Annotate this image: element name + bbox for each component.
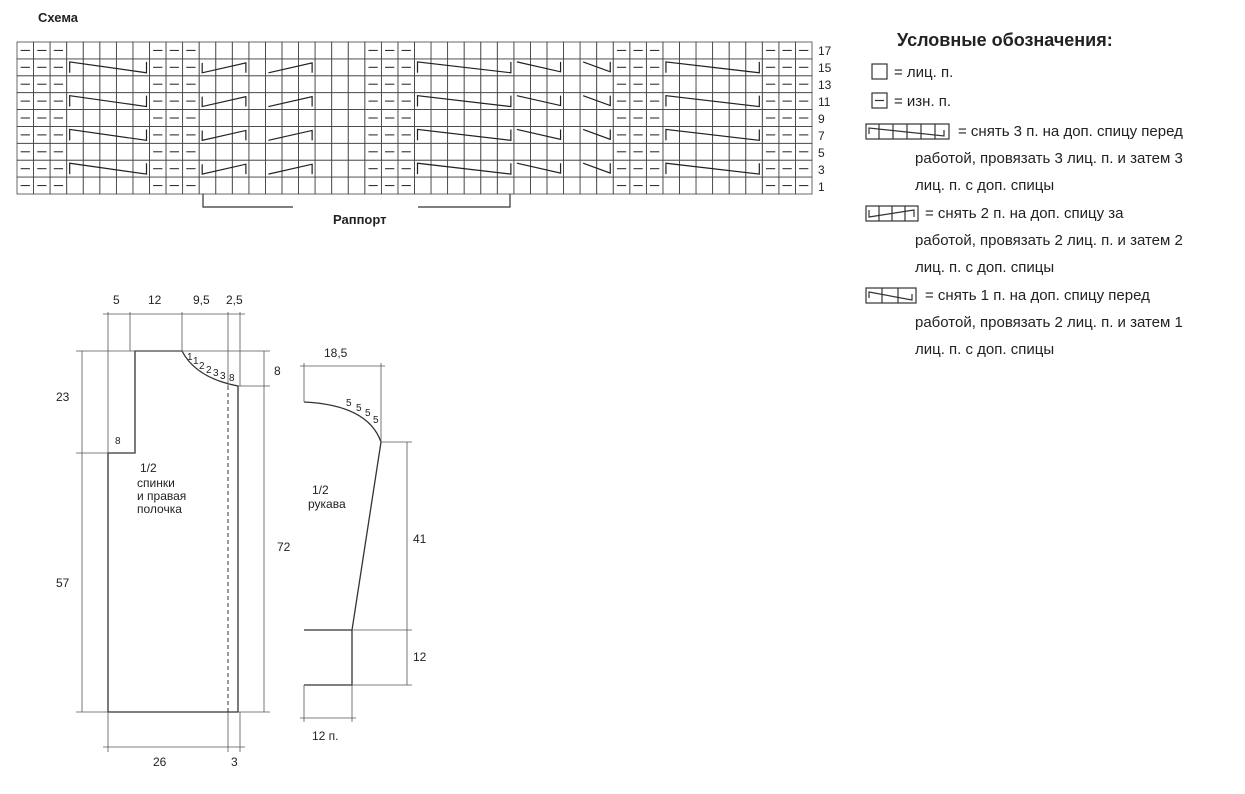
cable-2x1-symbol-icon bbox=[865, 287, 917, 304]
body-dim-72: 72 bbox=[277, 540, 291, 554]
neck-step-7: 8 bbox=[229, 373, 235, 384]
body-label-line4: полочка bbox=[137, 502, 182, 516]
cable-stitch-mark bbox=[201, 95, 247, 108]
cable-stitch-mark bbox=[416, 61, 512, 74]
sleeve-cap-step-2: 5 bbox=[356, 403, 362, 414]
cable-stitch-mark bbox=[665, 94, 760, 108]
cable-stitch-mark bbox=[516, 162, 562, 174]
sleeve-cap-step-4: 5 bbox=[373, 415, 379, 426]
neck-step-4: 2 bbox=[206, 365, 212, 376]
neck-step-3: 2 bbox=[199, 361, 205, 372]
cable-stitch-mark bbox=[416, 162, 512, 175]
row-number-7: 7 bbox=[818, 129, 825, 143]
body-label-1-2: 1/2 bbox=[140, 461, 157, 475]
neck-step-1: 1 bbox=[187, 352, 193, 363]
body-dim-8: 8 bbox=[274, 364, 281, 378]
body-label-line2: спинки bbox=[137, 476, 175, 490]
body-dim-5: 5 bbox=[113, 293, 120, 307]
sleeve-cap-step-1: 5 bbox=[346, 398, 352, 409]
cable-stitch-mark bbox=[69, 94, 148, 108]
cable-stitch-mark bbox=[69, 128, 148, 142]
legend-knit-text: = лиц. п. bbox=[894, 64, 954, 81]
legend-cable1-line2: работой, провязать 2 лиц. п. и затем 1 bbox=[915, 314, 1183, 331]
row-number-1: 1 bbox=[818, 180, 825, 194]
sleeve-dimension-lines bbox=[300, 363, 412, 722]
cable-stitch-mark bbox=[268, 163, 313, 175]
body-dim-9-5: 9,5 bbox=[193, 293, 210, 307]
sleeve-cap-step-3: 5 bbox=[365, 408, 371, 419]
sleeve-dim-18-5: 18,5 bbox=[324, 346, 348, 360]
cable-stitch-mark bbox=[201, 62, 247, 74]
chart-title: Схема bbox=[38, 10, 79, 25]
legend-cable3-line3: лиц. п. с доп. спицы bbox=[915, 177, 1055, 194]
sleeve-dim-41: 41 bbox=[413, 532, 427, 546]
neck-inner-8: 8 bbox=[115, 436, 121, 447]
body-dim-12: 12 bbox=[148, 293, 162, 307]
cable-3x3-symbol-icon bbox=[865, 123, 950, 140]
neck-step-2: 1 bbox=[193, 356, 199, 367]
cable-stitch-mark bbox=[268, 62, 313, 74]
body-dimension-lines bbox=[76, 312, 270, 752]
cable-stitch-mark bbox=[268, 129, 313, 141]
rapport-bracket-left bbox=[202, 194, 293, 208]
cable-stitch-mark bbox=[201, 163, 247, 175]
cable-stitch-mark bbox=[582, 95, 611, 107]
legend-cable1-line3: лиц. п. с доп. спицы bbox=[915, 341, 1055, 358]
legend-cable3-line2: работой, провязать 3 лиц. п. и затем 3 bbox=[915, 150, 1183, 167]
cable-stitch-mark bbox=[665, 61, 760, 74]
neck-step-5: 3 bbox=[213, 368, 219, 379]
cable-stitch-mark bbox=[665, 162, 760, 175]
rapport-bracket-right bbox=[418, 194, 511, 208]
sleeve-outline bbox=[303, 401, 382, 686]
cable-stitch-mark bbox=[416, 94, 512, 108]
rapport-label: Раппорт bbox=[333, 212, 387, 227]
cable-stitch-mark bbox=[69, 61, 148, 74]
neck-step-6: 3 bbox=[220, 371, 226, 382]
cable-stitch-mark bbox=[582, 128, 611, 141]
legend-cable1-line1: = снять 1 п. на доп. спицу перед bbox=[925, 287, 1150, 304]
cable-stitch-mark bbox=[665, 128, 760, 142]
legend-purl-text: = изн. п. bbox=[894, 93, 952, 110]
cable-2x2-symbol-icon bbox=[865, 205, 919, 222]
cable-stitch-mark bbox=[416, 128, 512, 142]
row-number-9: 9 bbox=[818, 112, 825, 126]
sleeve-label-line2: рукава bbox=[308, 497, 346, 511]
chart-cell bbox=[795, 176, 813, 195]
sleeve-label-1-2: 1/2 bbox=[312, 483, 329, 497]
body-dim-3: 3 bbox=[231, 755, 238, 769]
sleeve-dim-12: 12 bbox=[413, 650, 427, 664]
row-number-11: 11 bbox=[818, 95, 831, 109]
legend-title: Условные обозначения: bbox=[897, 30, 1113, 50]
cable-stitch-mark bbox=[201, 129, 247, 142]
cable-stitch-mark bbox=[582, 162, 611, 174]
body-dim-26: 26 bbox=[153, 755, 167, 769]
row-number-5: 5 bbox=[818, 146, 825, 160]
body-label-line3: и правая bbox=[137, 489, 187, 503]
row-number-13: 13 bbox=[818, 78, 832, 92]
body-dim-2-5: 2,5 bbox=[226, 293, 243, 307]
cable-stitch-mark bbox=[582, 61, 611, 73]
row-number-3: 3 bbox=[818, 163, 825, 177]
cable-stitch-mark bbox=[69, 162, 148, 175]
sleeve-dim-12-p: 12 п. bbox=[312, 729, 339, 743]
cable-stitch-mark bbox=[516, 61, 562, 73]
body-outline bbox=[107, 350, 239, 713]
legend-cable2-line2: работой, провязать 2 лиц. п. и затем 2 bbox=[915, 232, 1183, 249]
body-dim-23: 23 bbox=[56, 390, 70, 404]
cable-stitch-mark bbox=[516, 95, 562, 107]
knit-symbol-icon bbox=[871, 63, 888, 80]
body-dim-57: 57 bbox=[56, 576, 70, 590]
row-number-15: 15 bbox=[818, 61, 832, 75]
purl-symbol-icon bbox=[871, 92, 888, 109]
row-number-17: 17 bbox=[818, 44, 832, 58]
cable-stitch-mark bbox=[516, 128, 562, 141]
legend-cable2-line3: лиц. п. с доп. спицы bbox=[915, 259, 1055, 276]
legend-cable2-line1: = снять 2 п. на доп. спицу за bbox=[925, 205, 1124, 222]
legend-cable3-line1: = снять 3 п. на доп. спицу перед bbox=[958, 123, 1183, 140]
cable-stitch-mark bbox=[268, 95, 313, 108]
